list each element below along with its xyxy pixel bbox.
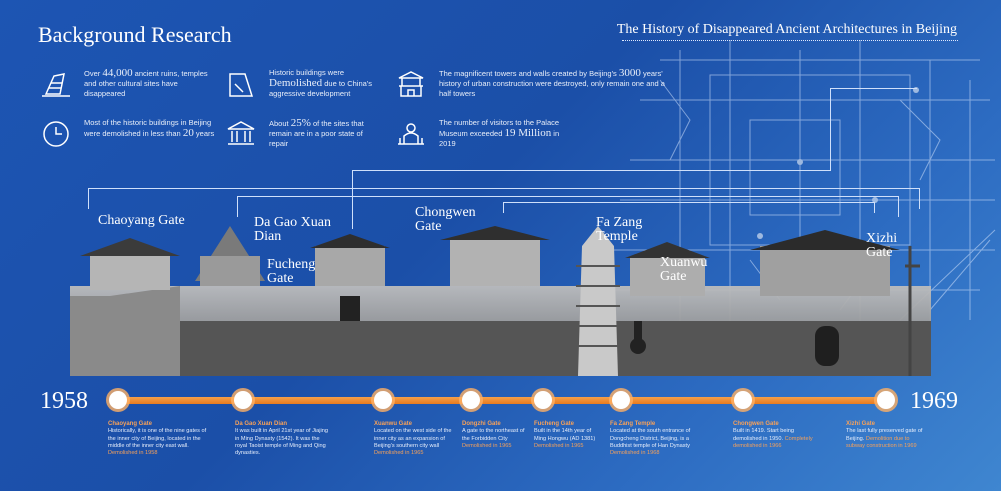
- event-demolished: Demolition due to subway construction in…: [846, 435, 917, 449]
- stat-visitors: The number of visitors to the Palace Mus…: [395, 118, 565, 150]
- ruins-icon: [42, 73, 70, 97]
- stat-text: ancient ruins, temples and other cultura…: [84, 69, 208, 98]
- stat-text: Over: [84, 69, 103, 78]
- stat-value: 20: [182, 127, 194, 139]
- stat-repair: About 25% of the sites that remain are i…: [225, 118, 375, 150]
- event-demolished: Demolished in 1965: [534, 442, 584, 449]
- event-title: Xizhi Gate: [846, 421, 876, 427]
- event-description: The last fully preserved gate of Beijing…: [846, 428, 923, 442]
- event-da-gao-xuan-dian: Da Gao Xuan Dian It was built in April 2…: [235, 421, 330, 457]
- event-title: Chongwen Gate: [733, 421, 779, 427]
- label-chongwen-gate: Chongwen Gate: [415, 205, 476, 234]
- demolition-icon: [229, 73, 254, 97]
- stat-ruins: Over 44,000 ancient ruins, temples and o…: [40, 68, 215, 100]
- timeline-marker[interactable]: [612, 391, 630, 409]
- event-title: Chaoyang Gate: [108, 421, 153, 427]
- stat-text: of the sites that remain are in a poor s…: [269, 119, 364, 148]
- timeline-bar: [115, 397, 890, 404]
- stat-text: Most of the historic buildings in Beijin…: [84, 118, 212, 138]
- event-xizhi-gate: Xizhi Gate The last fully preserved gate…: [846, 421, 926, 450]
- event-title: Xuanwu Gate: [374, 421, 413, 427]
- stat-value: 19 Million: [504, 127, 552, 139]
- timeline-marker[interactable]: [734, 391, 752, 409]
- timeline-end-year: 1969: [910, 388, 958, 414]
- event-chaoyang-gate: Chaoyang Gate Historically, it is one of…: [108, 421, 213, 457]
- event-description: A gate to the northeast of the Forbidden…: [462, 428, 525, 442]
- event-description: Built in the 14th year of Ming Hongwu (A…: [534, 428, 596, 442]
- architecture-photo-strip: [70, 226, 931, 376]
- event-title: Da Gao Xuan Dian: [235, 421, 288, 427]
- timeline-marker[interactable]: [109, 391, 127, 409]
- event-description: Built in 1419. Start being demolished in…: [733, 428, 794, 442]
- timeline-marker[interactable]: [462, 391, 480, 409]
- stat-text: The magnificent towers and walls created…: [439, 69, 619, 78]
- label-fucheng-gate: Fucheng Gate: [267, 257, 316, 286]
- page-title: Background Research: [38, 22, 232, 47]
- stat-towers: The magnificent towers and walls created…: [395, 68, 675, 100]
- connector-line: [352, 170, 831, 229]
- event-demolished: Demolished in 1965: [374, 450, 424, 457]
- da-gao-xuan-dian-photo: [195, 226, 265, 286]
- xuanwu-gate-photo: [625, 242, 710, 354]
- timeline-marker[interactable]: [374, 391, 392, 409]
- connector-line: [237, 196, 899, 217]
- event-fucheng-gate: Fucheng Gate Built in the 14th year of M…: [534, 421, 604, 450]
- chongwen-gate-photo: [440, 226, 550, 286]
- stat-text: due to China's aggressive development: [269, 79, 372, 98]
- tower-icon: [398, 71, 424, 97]
- connector-line: [503, 202, 875, 213]
- stat-demolished: Historic buildings were Demolished due t…: [225, 68, 375, 100]
- event-title: Fucheng Gate: [534, 421, 575, 427]
- label-xizhi-gate: Xizhi Gate: [866, 231, 898, 260]
- page-subtitle: The History of Disappeared Ancient Archi…: [616, 22, 957, 37]
- stat-value: 44,000: [102, 67, 133, 79]
- clock-icon: [43, 121, 69, 147]
- xizhi-gate-photo: [750, 230, 920, 376]
- stat-text: in 2019: [439, 129, 560, 148]
- event-demolished: Completely demolished in 1966: [733, 435, 813, 449]
- connector-line: [830, 88, 917, 171]
- stat-text: years' history of urban construction wer…: [439, 69, 665, 98]
- stat-text: About: [269, 119, 291, 128]
- temple-icon: [227, 121, 255, 145]
- stat-value: Demolished: [269, 77, 323, 89]
- label-xuanwu-gate: Xuanwu Gate: [660, 255, 708, 284]
- stat-value: 25%: [290, 117, 311, 129]
- event-title: Dongzhi Gate: [462, 421, 501, 427]
- timeline-marker[interactable]: [877, 391, 895, 409]
- timeline-marker[interactable]: [234, 391, 252, 409]
- label-fa-zang-temple: Fa Zang Temple: [596, 215, 643, 244]
- stat-text: The number of visitors to the Palace Mus…: [439, 118, 560, 138]
- timeline-start-year: 1958: [40, 388, 88, 414]
- event-fa-zang-temple: Fa Zang Temple Located at the south entr…: [610, 421, 705, 457]
- subtitle-divider: [622, 40, 958, 41]
- label-chaoyang-gate: Chaoyang Gate: [98, 213, 185, 228]
- event-demolished: Demolished in 1958: [108, 450, 158, 457]
- timeline-marker[interactable]: [534, 391, 552, 409]
- event-chongwen-gate: Chongwen Gate Built in 1419. Start being…: [733, 421, 821, 450]
- event-dongzhi-gate: Dongzhi Gate A gate to the northeast of …: [462, 421, 530, 450]
- event-description: It was built in April 21st year of Jiaji…: [235, 428, 328, 457]
- event-demolished: Demolished in 1968: [610, 450, 660, 457]
- visitors-icon: [398, 123, 424, 145]
- event-demolished: Demolished in 1965: [462, 442, 512, 449]
- chaoyang-gate-photo: [70, 238, 180, 376]
- historic-photos-collage: [70, 226, 931, 376]
- event-xuanwu-gate: Xuanwu Gate Located on the west side of …: [374, 421, 456, 457]
- stat-text: years: [193, 129, 215, 138]
- event-description: Located on the west side of the inner ci…: [374, 428, 452, 449]
- stat-value: 3000: [618, 67, 641, 79]
- label-da-gao-xuan-dian: Da Gao Xuan Dian: [254, 215, 331, 244]
- connector-line: [88, 188, 920, 209]
- event-title: Fa Zang Temple: [610, 421, 656, 427]
- fa-zang-pagoda-photo: [576, 226, 620, 376]
- stat-text: Historic buildings were: [269, 68, 345, 77]
- stat-years: Most of the historic buildings in Beijin…: [40, 118, 215, 150]
- event-description: Located at the south entrance of Dongche…: [610, 428, 691, 449]
- event-description: Historically, it is one of the nine gate…: [108, 428, 207, 449]
- fucheng-gate-photo: [310, 234, 390, 321]
